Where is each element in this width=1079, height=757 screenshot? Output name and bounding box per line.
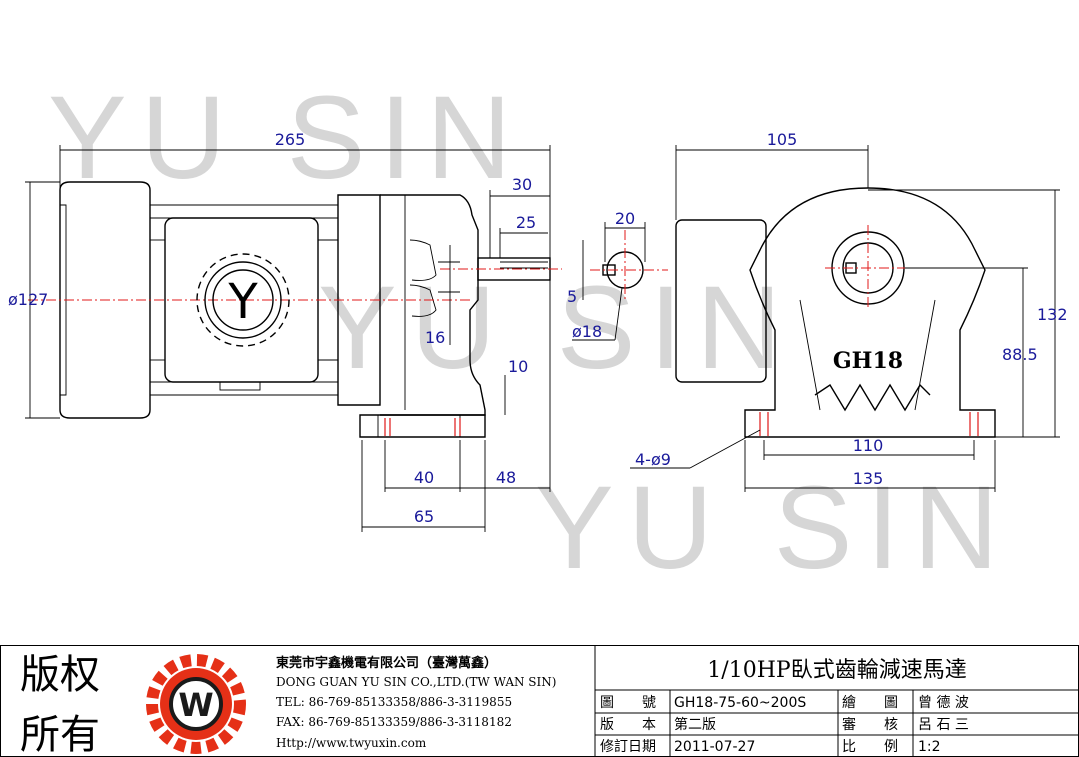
shaft-section: 20 5 ø18	[567, 209, 668, 341]
rights-line-2: 所有	[20, 712, 100, 757]
dim-shaft-length: 30	[512, 175, 532, 194]
dim-motor-diameter: ø127	[8, 290, 48, 309]
svg-text:W: W	[178, 686, 213, 724]
watermark-3: YU SIN	[535, 462, 1012, 594]
dim-key-height: 5	[567, 287, 577, 306]
housing-label: GH18	[833, 348, 903, 374]
dim-foot-b: 48	[496, 468, 516, 487]
rights-line-1: 版权	[20, 652, 100, 698]
field-reviewer: 呂 石 三	[918, 717, 969, 733]
field-label-scale: 比 例	[842, 739, 898, 755]
field-drawing-no: GH18-75-60~200S	[674, 695, 806, 711]
dim-hole-spacing: 110	[853, 436, 884, 455]
dim-foot-c: 65	[414, 507, 434, 526]
company-logo-icon: W	[146, 654, 246, 754]
field-label-reviewer: 審 核	[842, 717, 898, 733]
front-view: GH18	[675, 187, 996, 438]
dim-overall-length: 265	[275, 130, 306, 149]
company-fax: FAX: 86-769-85133359/886-3-3118182	[276, 715, 512, 729]
side-view	[28, 181, 562, 438]
field-label-version: 版 本	[600, 717, 656, 733]
dim-key-length: 25	[516, 213, 536, 232]
front-dimensions: 105 132 88.5 110 135 4-ø9	[630, 130, 1068, 492]
company-url: Http://www.twyuxin.com	[276, 736, 427, 750]
field-drafter: 曾 德 波	[918, 695, 969, 711]
field-revision-date: 2011-07-27	[674, 739, 755, 755]
company-name-en: DONG GUAN YU SIN CO.,LTD.(TW WAN SIN)	[276, 675, 556, 689]
dim-base-width: 135	[853, 469, 884, 488]
logo-letter: Y	[227, 274, 258, 330]
dim-overall-height: 132	[1037, 305, 1068, 324]
dim-foot-thickness: 10	[508, 357, 528, 376]
company-name-cn: 東莞市宇鑫機電有限公司（臺灣萬鑫）	[276, 655, 497, 671]
company-tel: TEL: 86-769-85133358/886-3-3119855	[276, 695, 512, 709]
field-scale: 1:2	[918, 739, 941, 755]
drawing-title: 1/10HP臥式齒輪減速馬達	[707, 658, 966, 683]
watermark-2: YU SIN	[318, 262, 795, 394]
dim-shaft-height: 16	[425, 328, 445, 347]
field-label-revision-date: 修訂日期	[600, 739, 656, 755]
dim-center-height: 88.5	[1002, 345, 1038, 364]
dim-front-depth: 105	[767, 130, 798, 149]
dim-shaft-diameter: ø18	[572, 322, 602, 341]
dim-foot-a: 40	[414, 468, 434, 487]
title-block: 版权 所有 W 東莞市宇鑫機電有限公司（臺灣萬鑫） DONG GUAN YU S…	[0, 645, 1079, 757]
field-label-drafter: 繪 圖	[842, 694, 898, 711]
field-version: 第二版	[674, 716, 716, 733]
gear-logo-icon: Y	[196, 253, 290, 347]
side-dimensions: 265 ø127 30 25 16 10 40 48 65	[8, 130, 551, 532]
dim-key-width: 20	[615, 209, 635, 228]
dim-mount-holes: 4-ø9	[635, 450, 671, 469]
field-label-drawing-no: 圖 號	[600, 695, 656, 711]
